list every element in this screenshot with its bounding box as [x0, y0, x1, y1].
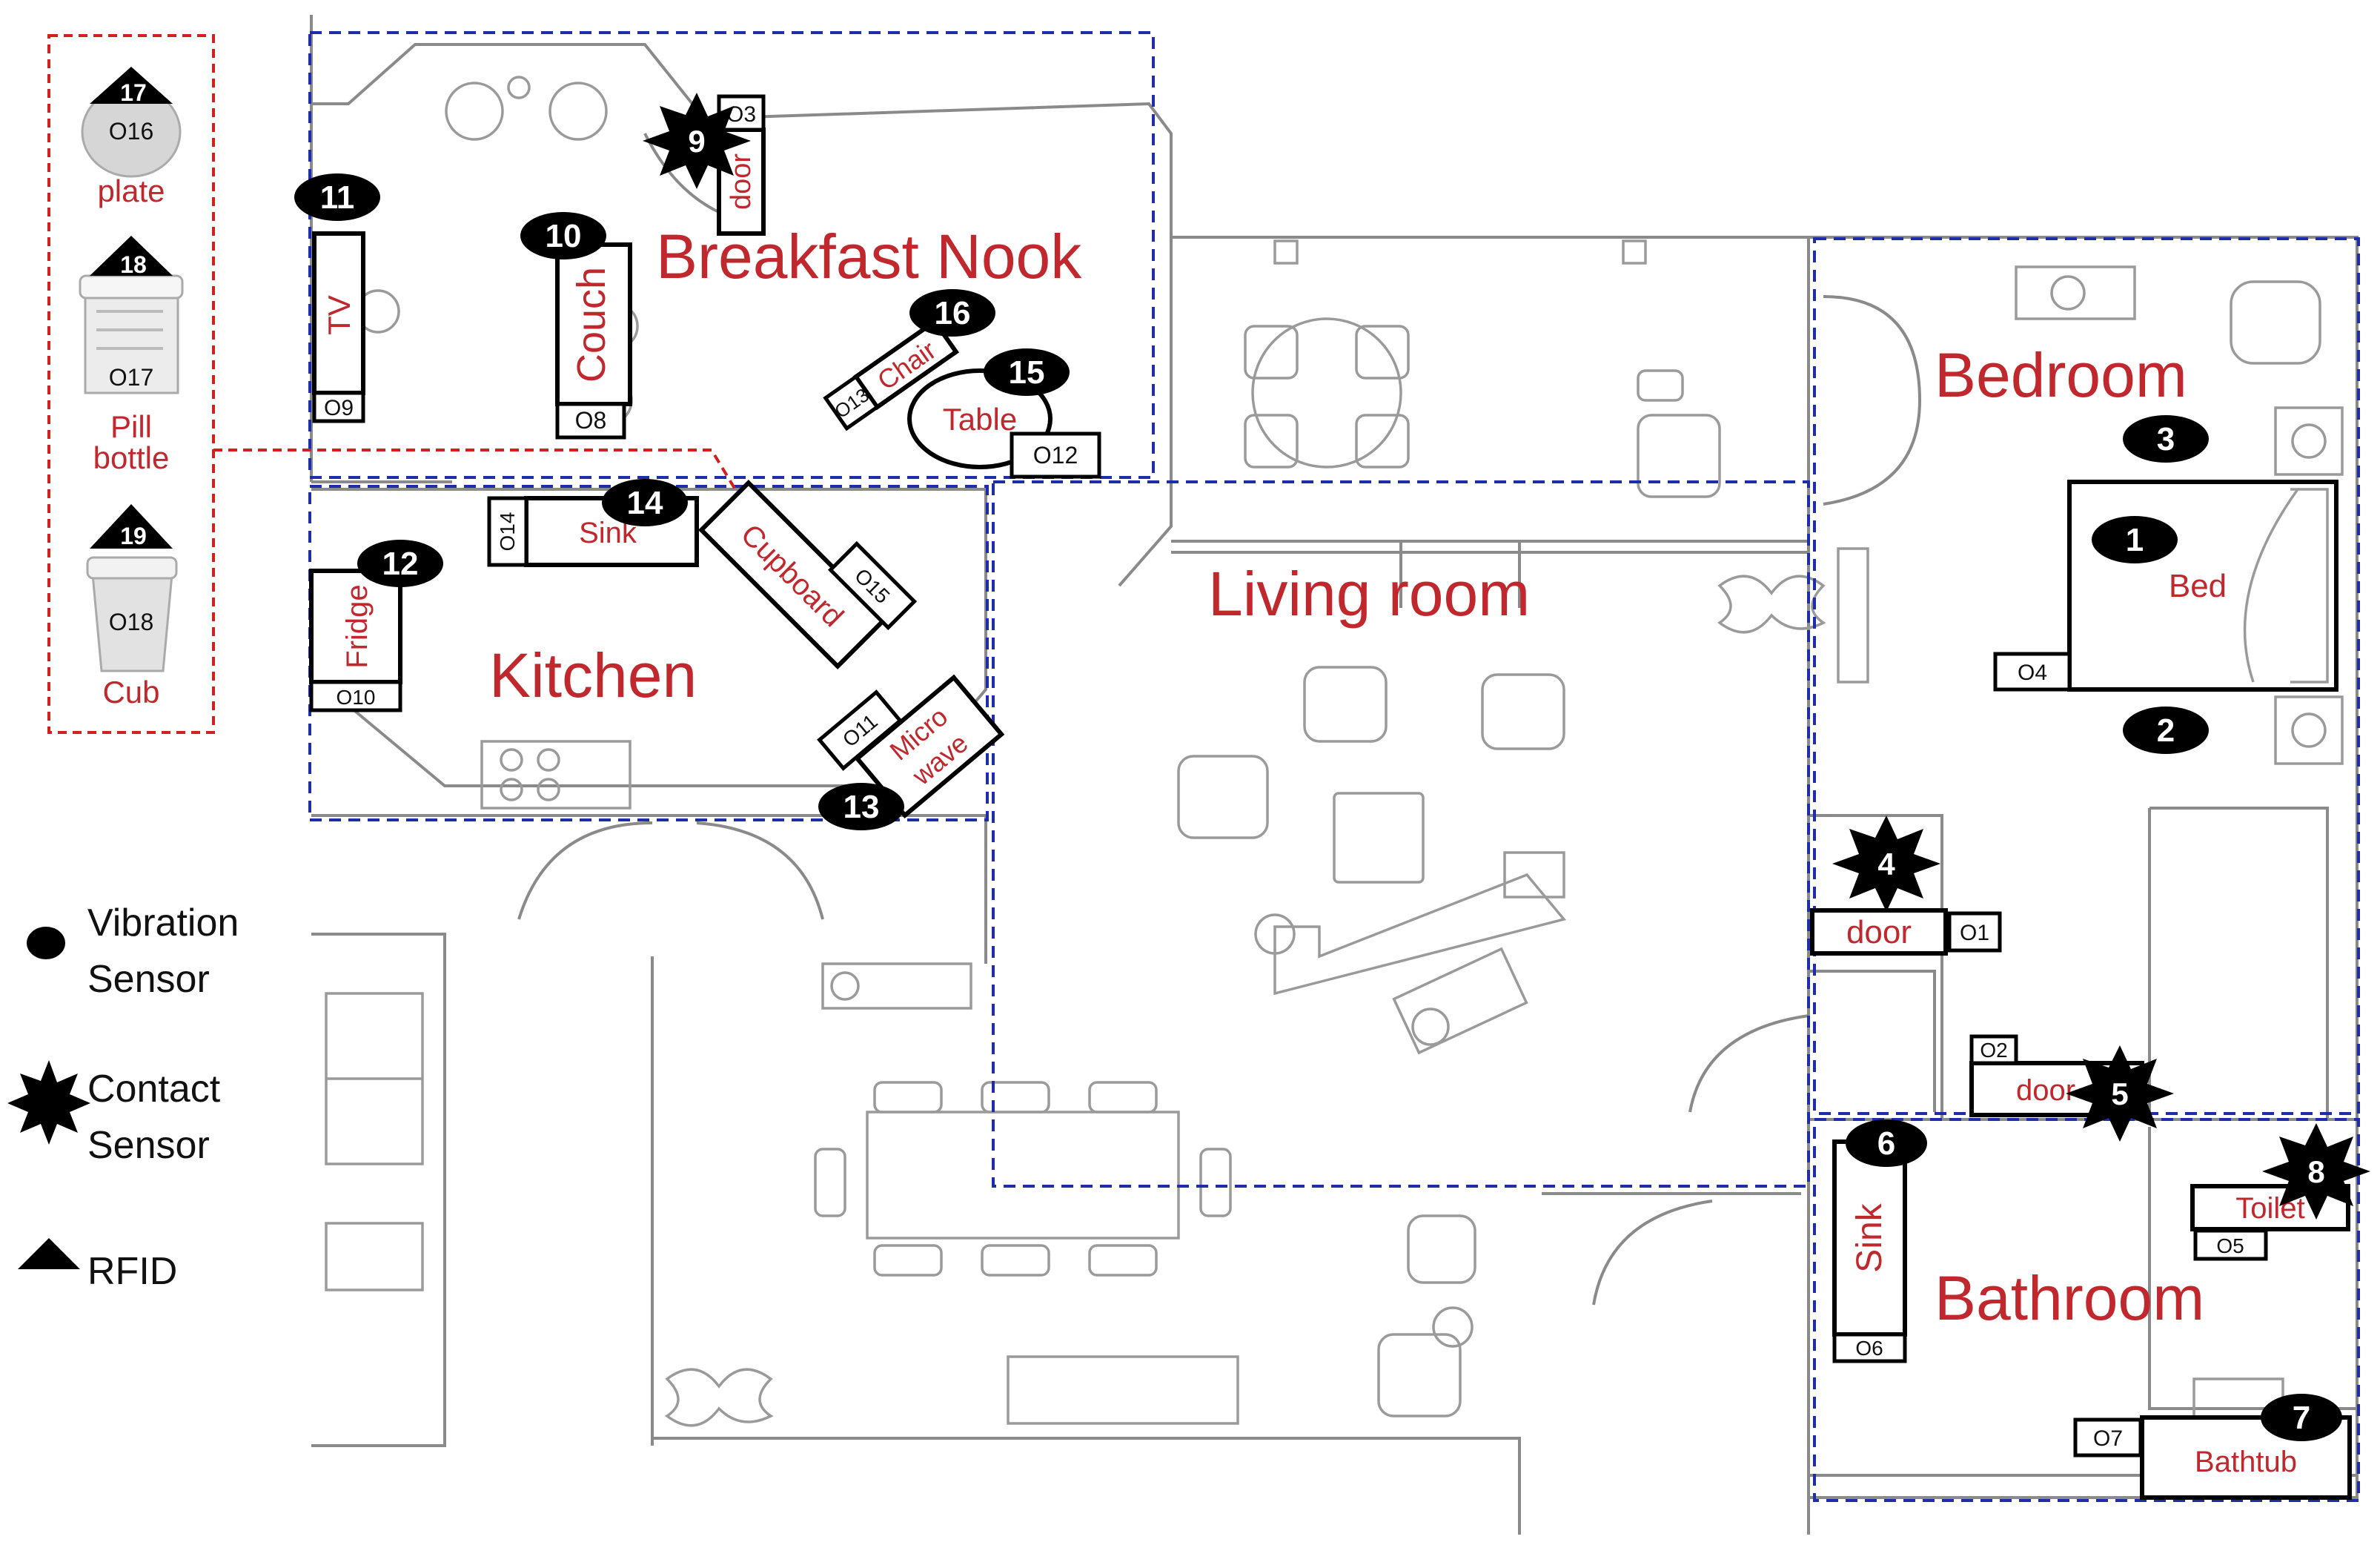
contact-sensor-4 — [1832, 815, 1940, 912]
object-bed-label: Bed — [2169, 568, 2227, 604]
vibration-sensor-13 — [818, 783, 904, 830]
legend-contact-label-2: Sensor — [87, 1124, 210, 1167]
object-id-o9: O9 — [324, 396, 354, 420]
vibration-sensor-12 — [357, 540, 443, 587]
object-bed — [2067, 480, 2338, 692]
object-door-nook-label: door — [726, 153, 757, 210]
vibration-sensors: 1 2 3 6 7 10 11 12 13 14 15 16 — [294, 173, 2342, 1441]
vibration-sensor-7 — [2261, 1394, 2342, 1441]
object-id-o12: O12 — [1033, 442, 1078, 469]
legend-contact-label-1: Contact — [87, 1068, 221, 1111]
object-table-label: Table — [943, 402, 1017, 437]
object-id-o10: O10 — [337, 686, 376, 709]
vibration-sensor-3 — [2123, 415, 2209, 463]
svg-text:4: 4 — [1877, 847, 1895, 881]
svg-text:2: 2 — [2157, 712, 2175, 749]
object-id-o14: O14 — [496, 512, 519, 552]
rfid-tag-17 — [90, 67, 173, 104]
rfid-connector — [213, 449, 750, 513]
vibration-sensor-10 — [520, 212, 606, 259]
svg-text:13: 13 — [843, 789, 880, 825]
object-tv-label: TV — [322, 295, 357, 335]
room-zones — [47, 31, 2360, 1502]
rfid-label-pill-2: bottle — [93, 440, 170, 475]
legend-rfid-icon — [18, 1238, 80, 1269]
contact-sensor-9 — [643, 93, 751, 189]
vibration-sensor-15 — [984, 348, 1070, 396]
vibration-sensor-6 — [1846, 1119, 1927, 1167]
contact-sensors: 4 5 8 9 — [643, 93, 2370, 1220]
object-sink-bath — [1832, 1139, 1907, 1337]
vibration-sensor-14 — [602, 479, 688, 526]
object-door-bedroom-label: door — [1846, 914, 1912, 950]
svg-text:7: 7 — [2293, 1400, 2310, 1436]
object-id-o18: O18 — [109, 609, 153, 635]
svg-text:17: 17 — [120, 79, 147, 106]
vibration-sensor-1 — [2092, 516, 2178, 563]
rfid-tag-18 — [90, 236, 173, 276]
legend-rfid-label: RFID — [87, 1250, 177, 1293]
object-id-o1: O1 — [1960, 921, 1989, 945]
object-couch-label: Couch — [569, 267, 614, 383]
object-id-o8: O8 — [575, 407, 607, 434]
object-tv — [312, 231, 365, 395]
object-id-o7: O7 — [2093, 1426, 2123, 1451]
legend-vibration-label-1: Vibration — [87, 901, 239, 944]
object-door-bath-label: door — [2016, 1074, 2075, 1107]
contact-sensor-8 — [2262, 1123, 2370, 1220]
object-id-o6: O6 — [1855, 1337, 1883, 1360]
object-id-o4: O4 — [2018, 661, 2047, 685]
svg-text:9: 9 — [688, 124, 705, 159]
object-id-o3: O3 — [726, 102, 756, 127]
zone-bedroom — [1813, 237, 2360, 1115]
rfid-items: 17 O16 plate 18 O17 Pill bottle 19 O18 C… — [79, 67, 184, 709]
object-id-o17: O17 — [109, 364, 153, 391]
svg-text:16: 16 — [935, 295, 971, 331]
zone-breakfast-nook — [308, 31, 1155, 479]
rfid-group-box — [47, 34, 215, 734]
rfid-tag-19 — [90, 504, 173, 549]
svg-text:6: 6 — [1877, 1125, 1895, 1162]
object-fridge-label: Fridge — [341, 584, 374, 668]
object-toilet — [2190, 1184, 2350, 1231]
svg-text:11: 11 — [320, 179, 355, 216]
room-label-bedroom: Bedroom — [1935, 340, 2187, 410]
contact-sensor-5 — [2066, 1045, 2174, 1142]
vibration-sensor-2 — [2123, 707, 2209, 754]
legend-vibration-icon — [27, 927, 65, 959]
zone-living-room — [992, 480, 1810, 1188]
object-id-o2: O2 — [1980, 1039, 2007, 1062]
object-id-o5: O5 — [2216, 1234, 2244, 1257]
object-sink-bath-label: Sink — [1850, 1202, 1889, 1272]
object-id-o16: O16 — [109, 118, 153, 145]
svg-text:5: 5 — [2111, 1076, 2128, 1111]
room-label-bathroom: Bathroom — [1935, 1263, 2204, 1333]
svg-text:8: 8 — [2307, 1154, 2324, 1189]
legend: Vibration Sensor Contact Sensor RFID — [7, 901, 239, 1293]
svg-text:14: 14 — [627, 485, 663, 521]
legend-vibration-label-2: Sensor — [87, 958, 210, 1001]
vibration-sensor-11 — [294, 173, 380, 221]
svg-text:3: 3 — [2157, 421, 2175, 457]
vibration-sensor-16 — [909, 289, 995, 337]
svg-text:10: 10 — [546, 218, 582, 254]
object-door-bedroom — [1810, 908, 1948, 956]
svg-text:19: 19 — [120, 523, 147, 549]
svg-text:18: 18 — [120, 251, 147, 278]
svg-text:15: 15 — [1009, 354, 1045, 391]
rfid-label-cub: Cub — [102, 675, 159, 709]
object-cupboard — [698, 480, 888, 669]
room-label-living-room: Living room — [1208, 559, 1530, 629]
rfid-label-plate: plate — [97, 173, 165, 208]
object-bathtub-label: Bathtub — [2195, 1446, 2297, 1478]
room-label-kitchen: Kitchen — [489, 641, 697, 710]
svg-text:12: 12 — [382, 546, 419, 582]
rfid-label-pill-1: Pill — [110, 409, 152, 444]
svg-text:1: 1 — [2126, 522, 2144, 558]
object-couch — [555, 242, 632, 406]
legend-contact-icon — [7, 1060, 90, 1145]
